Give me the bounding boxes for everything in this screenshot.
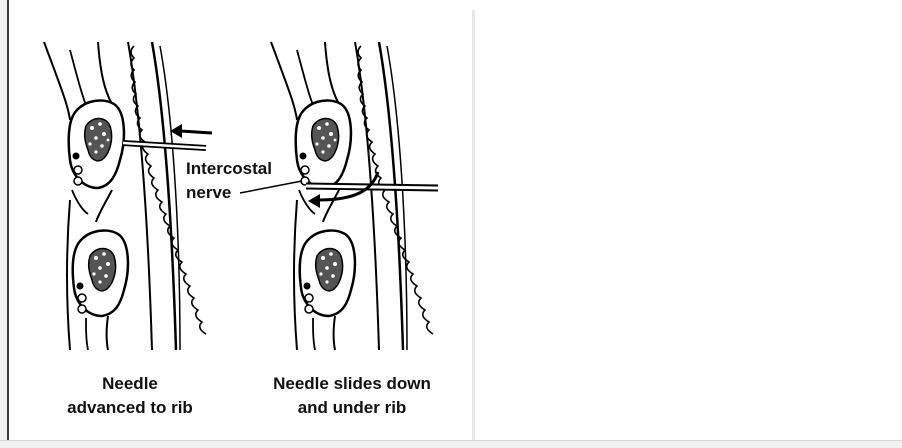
frame-bottom-edge — [0, 440, 902, 448]
intercostal-nerve-label-line2: nerve — [186, 182, 231, 204]
left-needle — [123, 143, 206, 148]
right-caption-line2: and under rib — [236, 397, 468, 419]
right-caption-line1: Needle slides down — [236, 373, 468, 395]
intercostal-block-figure: Intercostal nerve Needle advanced to rib… — [0, 0, 472, 440]
right-needle — [306, 186, 438, 188]
left-caption-line2: advanced to rib — [30, 397, 230, 419]
left-arrow — [170, 124, 212, 138]
label-leader-line — [240, 181, 302, 193]
intercostal-nerve-label-line1: Intercostal — [186, 158, 272, 180]
left-panel-anatomy — [44, 42, 206, 350]
panel-divider — [472, 10, 475, 440]
left-caption-line1: Needle — [40, 373, 220, 395]
